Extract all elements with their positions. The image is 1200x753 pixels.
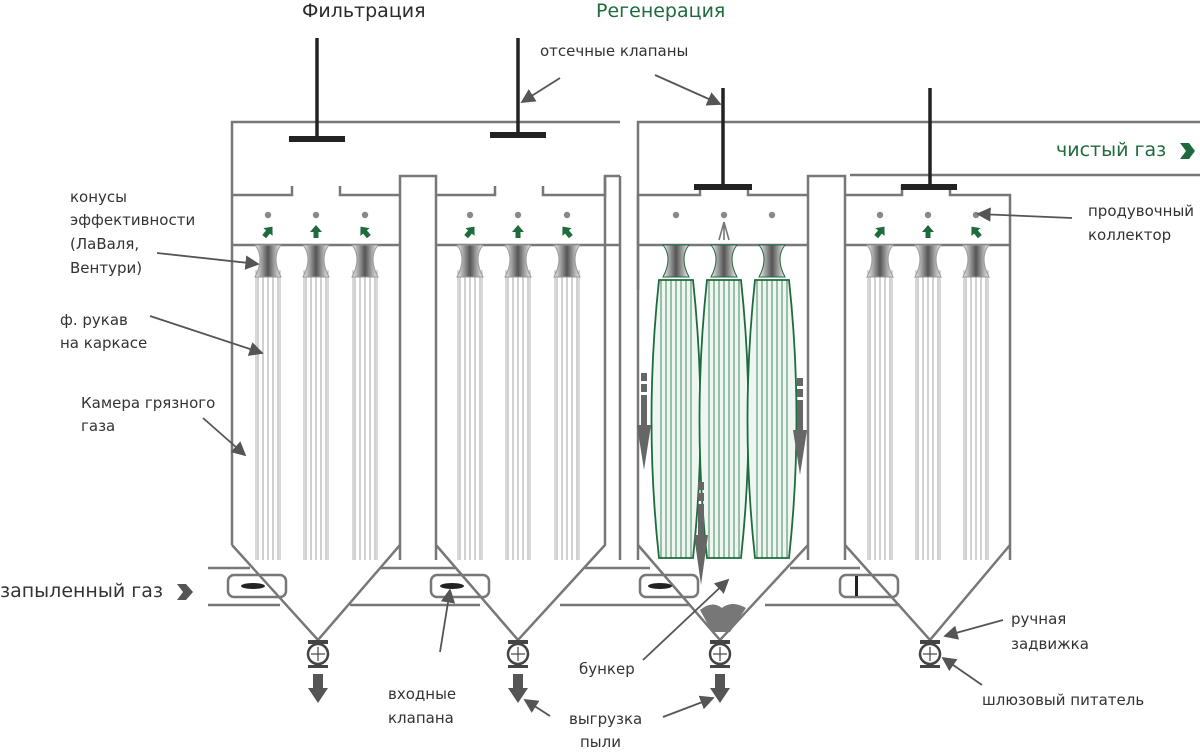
venturi-cone — [301, 244, 331, 278]
filter-bag — [913, 211, 943, 560]
label-rotary-feeder: шлюзовый питатель — [982, 691, 1145, 709]
venturi-cone — [961, 244, 991, 278]
filter-bag — [698, 211, 750, 559]
rotary-feeders — [306, 640, 942, 668]
label-line: клапана — [388, 709, 454, 727]
filter-bag — [650, 211, 702, 559]
partitions — [230, 174, 1012, 560]
airflow-arrow-icon — [262, 226, 273, 239]
filter-bag — [961, 211, 991, 560]
label-line: конусы — [70, 188, 128, 206]
dust-pile — [700, 604, 746, 632]
filter-bag — [455, 211, 485, 560]
purge-nozzle — [312, 211, 320, 219]
purge-nozzle — [466, 211, 474, 219]
label-line: входные — [388, 685, 457, 703]
rotary-feeder-icon — [506, 642, 530, 666]
label-line: Вентури) — [70, 259, 143, 277]
purge-nozzle — [876, 211, 884, 219]
rotary-feeder-icon — [708, 642, 732, 666]
airflow-arrow-icon — [922, 225, 934, 238]
manual-gate — [308, 640, 328, 644]
title-filtration: Фильтрация — [302, 0, 426, 22]
purge-nozzle — [720, 211, 728, 219]
cutoff-valves — [289, 38, 957, 190]
airflow-arrow-icon — [874, 226, 885, 239]
label-line: газа — [81, 417, 116, 435]
manual-gate — [508, 640, 528, 644]
purge-nozzle — [264, 211, 272, 219]
label-line: на каркасе — [60, 334, 148, 352]
airflow-arrow-icon — [310, 225, 322, 238]
dust-fall-arrows — [637, 373, 807, 585]
feeder-base — [308, 665, 328, 668]
label-hopper: бункер — [579, 660, 635, 678]
purge-nozzle — [563, 211, 571, 219]
clean-gas-chevron-icon — [1180, 143, 1195, 159]
purge-nozzle — [672, 211, 680, 219]
rotary-feeder-icon — [918, 642, 942, 666]
leader-lines — [149, 74, 1073, 718]
label-cutoff-valves: отсечные клапаны — [540, 42, 689, 60]
feeder-base — [508, 665, 528, 668]
airflow-arrow-icon — [360, 226, 371, 239]
label-clean-gas: чистый газ — [1056, 139, 1167, 161]
venturi-cone — [913, 244, 943, 278]
venturi-cone — [350, 244, 380, 278]
discharge-arrows — [308, 674, 730, 703]
purge-nozzle — [972, 211, 980, 219]
airflow-arrow-icon — [464, 226, 475, 239]
label-line: коллектор — [1088, 226, 1172, 244]
manual-gate — [710, 640, 730, 644]
venturi-cone — [503, 244, 533, 278]
purge-nozzle — [514, 211, 522, 219]
discharge-arrow-icon — [508, 674, 528, 703]
filter-bag — [865, 211, 895, 560]
dusty-gas-chevron-icon — [177, 584, 193, 600]
venturi-cone — [552, 244, 582, 278]
title-regeneration: Регенерация — [596, 0, 726, 22]
discharge-arrow-icon — [308, 674, 328, 703]
purge-nozzle — [361, 211, 369, 219]
label-line: продувочный — [1088, 202, 1195, 220]
airflow-arrow-icon — [971, 226, 982, 239]
filter-bag — [253, 211, 283, 560]
inlet-valves — [241, 576, 858, 596]
inlet-duct — [208, 566, 900, 607]
rotary-feeder-icon — [306, 642, 330, 666]
venturi-cone — [757, 244, 787, 278]
filter-bag — [301, 211, 331, 560]
feeder-base — [710, 665, 730, 668]
label-dusty-gas: запыленный газ — [0, 580, 163, 602]
label-line: Камера грязного — [81, 394, 216, 412]
label-line: ф. рукав — [60, 311, 128, 329]
label-line: задвижка — [1011, 635, 1089, 653]
venturi-cone — [865, 244, 895, 278]
feeder-base — [920, 665, 940, 668]
filter-bag — [503, 211, 533, 560]
venturi-cone — [661, 244, 691, 278]
filter-bags — [253, 211, 991, 560]
label-line: пыли — [580, 733, 621, 751]
label-line: ручная — [1011, 610, 1067, 628]
filter-bag — [552, 211, 582, 560]
label-line: (ЛаВаля, — [70, 235, 140, 253]
venturi-cone — [455, 244, 485, 278]
pulse-jet-icon — [718, 221, 730, 241]
airflow-arrow-icon — [512, 225, 524, 238]
purge-nozzle — [768, 211, 776, 219]
airflow-arrow-icon — [562, 226, 573, 239]
manual-gate — [920, 640, 940, 644]
discharge-arrow-icon — [710, 674, 730, 703]
label-line: эффективности — [70, 211, 196, 229]
venturi-cone — [253, 244, 283, 278]
filter-bag — [746, 211, 798, 559]
filter-bag — [350, 211, 380, 560]
venturi-cone — [709, 244, 739, 278]
purge-nozzle — [924, 211, 932, 219]
label-line: выгрузка — [569, 710, 643, 728]
